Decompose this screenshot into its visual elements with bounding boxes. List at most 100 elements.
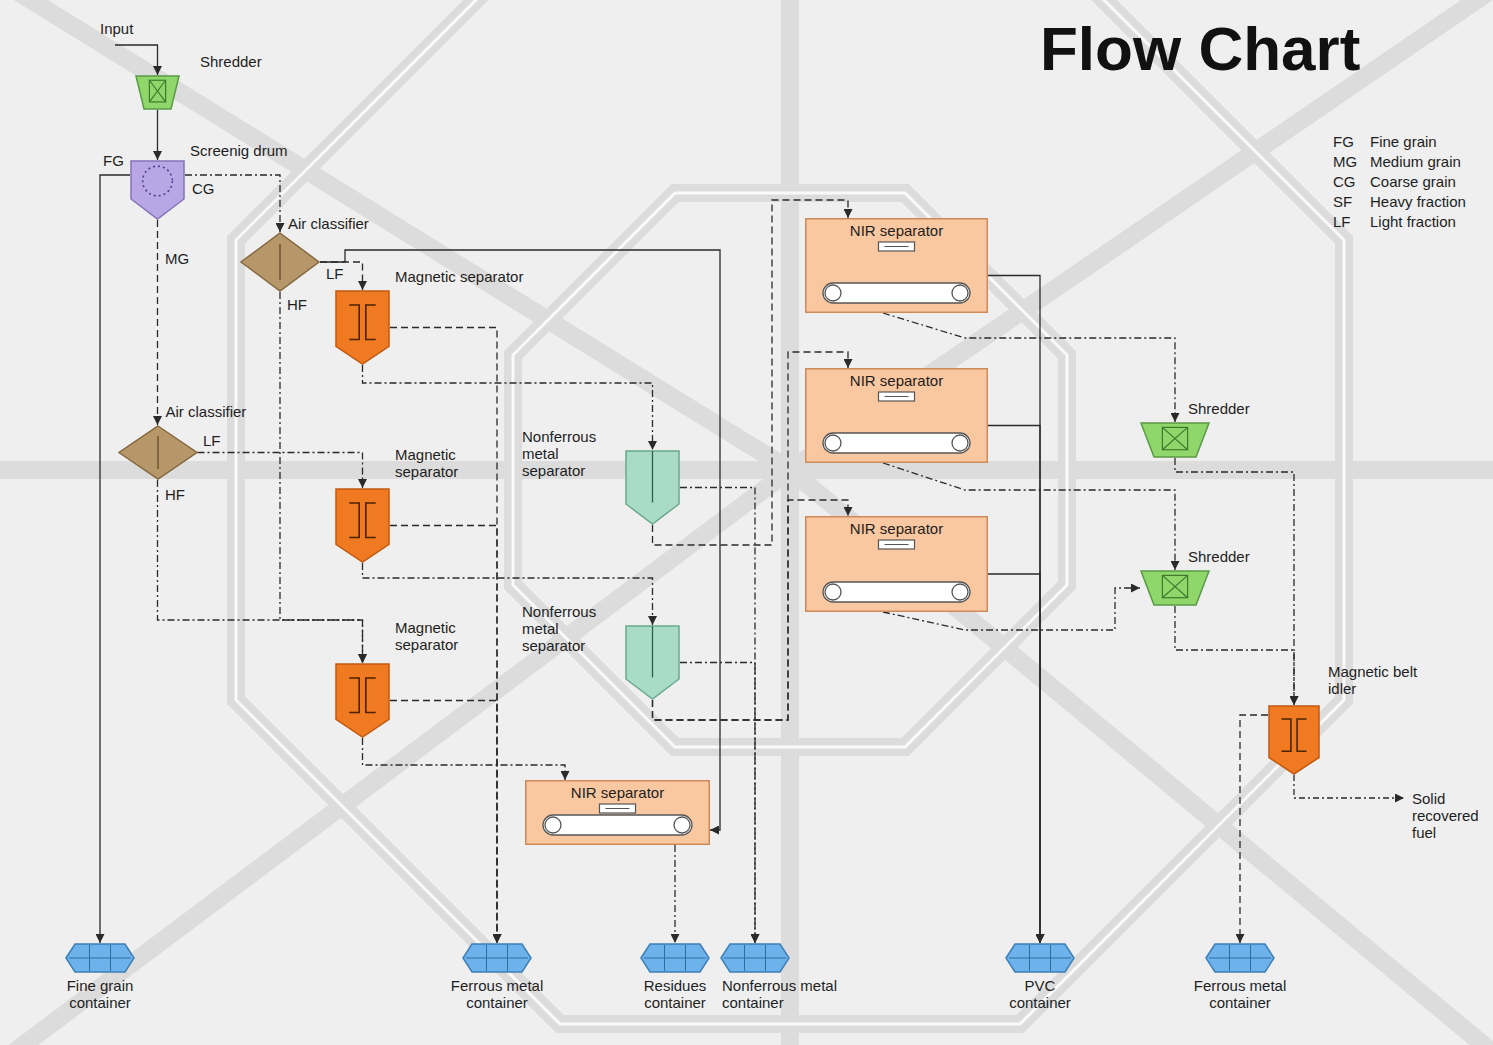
legend-text: Coarse grain <box>1370 173 1456 190</box>
legend-abbreviation: LF <box>1333 213 1351 230</box>
flow-connector <box>674 845 675 943</box>
legend-abbreviation: FG <box>1333 133 1354 150</box>
flow-connector <box>390 701 497 944</box>
equipment-symbol <box>1140 570 1210 606</box>
flow-connector <box>157 110 158 160</box>
stream-label: LF <box>203 432 221 449</box>
flow-connector <box>680 488 755 944</box>
air-classifier: Air classifier <box>118 425 198 480</box>
equipment-symbol <box>335 488 390 563</box>
equipment-label: NIR separator <box>805 222 988 239</box>
container: Ferrous metal container <box>462 943 532 973</box>
equipment-symbol <box>135 75 180 110</box>
equipment-symbol <box>1268 705 1320 775</box>
container: Nonferrous metal container <box>720 943 790 973</box>
equipment-label: Magnetic belt idler <box>1328 663 1438 697</box>
flow-connector <box>158 480 363 663</box>
input-label: Input <box>100 20 133 37</box>
stream-label: LF <box>326 265 344 282</box>
equipment-label: NIR separator <box>805 520 988 537</box>
output-label: Solid recovered fuel <box>1412 790 1490 841</box>
equipment-symbol <box>335 663 390 738</box>
stream-label: HF <box>165 486 185 503</box>
container-label: Nonferrous metal container <box>722 977 872 1011</box>
equipment-label: Nonferrous metal separator <box>522 603 622 654</box>
container-label: PVC container <box>1000 977 1080 1011</box>
equipment-label: Air classifier <box>166 403 286 420</box>
equipment-label: Shredder <box>1188 400 1288 417</box>
container: PVC container <box>1005 943 1075 973</box>
equipment-symbol <box>65 943 135 973</box>
equipment-label: Shredder <box>1188 548 1288 565</box>
legend-text: Heavy fraction <box>1370 193 1466 210</box>
equipment-label: Air classifier <box>288 215 408 232</box>
magnetic-separator: Magnetic separator <box>335 663 390 738</box>
nir-separator: NIR separator <box>805 516 988 612</box>
magnetic-separator: Magnetic separator <box>335 488 390 563</box>
legend-abbreviation: CG <box>1333 173 1356 190</box>
equipment-symbol <box>462 943 532 973</box>
flow-connector <box>1240 715 1268 943</box>
stream-label: FG <box>103 152 124 169</box>
input-arrow <box>115 45 158 75</box>
legend-text: Medium grain <box>1370 153 1461 170</box>
flow-connector <box>390 328 497 944</box>
equipment-symbol <box>625 625 680 700</box>
equipment-symbol <box>335 290 390 365</box>
legend-abbreviation: SF <box>1333 193 1352 210</box>
container: Ferrous metal container <box>1205 943 1275 973</box>
flow-connector <box>320 262 363 290</box>
magnetic-belt-idler: Magnetic belt idler <box>1268 705 1320 775</box>
output-arrow <box>1294 775 1404 798</box>
magnetic-separator: Magnetic separator <box>335 290 390 365</box>
air-classifier: Air classifier <box>240 232 320 292</box>
equipment-symbol <box>118 425 198 480</box>
container: Residues container <box>640 943 710 973</box>
nonferrous-separator: Nonferrous metal separator <box>625 450 680 525</box>
flow-connector <box>363 563 653 625</box>
equipment-symbol <box>625 450 680 525</box>
flow-connector <box>185 175 280 232</box>
flow-connector <box>988 426 1040 944</box>
nir-separator: NIR separator <box>805 368 988 463</box>
equipment-symbol <box>1140 422 1210 458</box>
stream-label: HF <box>287 296 307 313</box>
flow-connector <box>198 453 363 489</box>
equipment-label: Magnetic separator <box>395 619 490 653</box>
legend-abbreviation: MG <box>1333 153 1357 170</box>
equipment-symbol <box>1205 943 1275 973</box>
flow-connector <box>320 250 720 830</box>
nonferrous-separator: Nonferrous metal separator <box>625 625 680 700</box>
flow-connector <box>390 526 497 944</box>
equipment-symbol <box>720 943 790 973</box>
equipment-symbol <box>130 160 185 220</box>
stream-label: MG <box>165 250 189 267</box>
shredder: Shredder <box>1140 570 1210 606</box>
container-label: Fine grain container <box>45 977 155 1011</box>
equipment-symbol <box>240 232 320 292</box>
container-label: Ferrous metal container <box>1180 977 1300 1011</box>
equipment-label: Screenig drum <box>190 142 350 159</box>
flow-connector <box>100 175 130 943</box>
shredder: Shredder <box>135 75 180 110</box>
equipment-symbol <box>640 943 710 973</box>
nir-separator: NIR separator <box>525 780 710 845</box>
flow-connector <box>1175 606 1294 705</box>
equipment-label: Nonferrous metal separator <box>522 428 622 479</box>
shredder: Shredder <box>1140 422 1210 458</box>
flow-connector <box>363 738 566 780</box>
equipment-label: Magnetic separator <box>395 446 490 480</box>
chart-title: Flow Chart <box>1040 16 1360 82</box>
stream-label: CG <box>192 180 215 197</box>
container: Fine grain container <box>65 943 135 973</box>
equipment-symbol <box>1005 943 1075 973</box>
container-label: Residues container <box>640 977 710 1011</box>
screening-drum: Screenig drum <box>130 160 185 220</box>
flow-connector <box>363 365 653 450</box>
equipment-label: Magnetic separator <box>395 268 545 285</box>
flow-connector <box>157 220 158 425</box>
equipment-label: NIR separator <box>525 784 710 801</box>
equipment-label: Shredder <box>200 53 310 70</box>
legend-text: Fine grain <box>1370 133 1437 150</box>
flow-connector <box>988 276 1040 944</box>
